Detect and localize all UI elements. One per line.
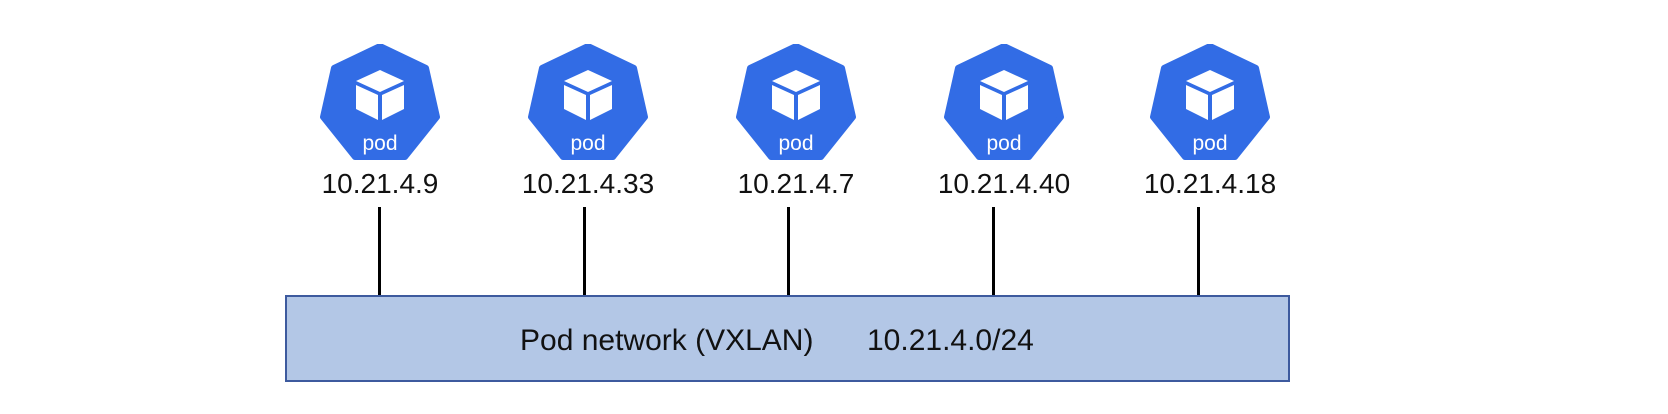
pod-ip-address: 10.21.4.18 [1143, 168, 1277, 199]
pod-ip-address: 10.21.4.9 [321, 168, 439, 199]
cube-icon [564, 70, 612, 120]
pod-ip-address: 10.21.4.7 [737, 168, 855, 199]
kubernetes-pod-icon [528, 44, 648, 160]
pod-ip-address: 10.21.4.33 [521, 168, 655, 199]
cube-icon [356, 70, 404, 120]
pod-node: pod 10.21.4.40 [934, 44, 1074, 204]
pod-network-link [787, 207, 790, 295]
pod-label: pod [362, 132, 398, 155]
network-name: Pod network (VXLAN) [520, 324, 814, 357]
pod-network-link [583, 207, 586, 295]
kubernetes-pod-icon [320, 44, 440, 160]
cube-icon [772, 70, 820, 120]
cube-icon [1186, 70, 1234, 120]
pod-ip-address: 10.21.4.40 [937, 168, 1071, 199]
pod-network-link [1197, 207, 1200, 295]
pod-node: pod 10.21.4.7 [726, 44, 866, 204]
cube-icon [980, 70, 1028, 120]
pod-node: pod 10.21.4.33 [518, 44, 658, 204]
kubernetes-pod-icon [1150, 44, 1270, 160]
pod-network-link [992, 207, 995, 295]
kubernetes-pod-icon [944, 44, 1064, 160]
pod-node: pod 10.21.4.18 [1140, 44, 1280, 204]
pod-label: pod [1192, 132, 1228, 155]
network-cidr: 10.21.4.0/24 [867, 324, 1034, 357]
pod-network-link [378, 207, 381, 295]
kubernetes-pod-icon [736, 44, 856, 160]
pod-label: pod [986, 132, 1022, 155]
pod-label: pod [778, 132, 814, 155]
pod-label: pod [570, 132, 606, 155]
pod-node: pod 10.21.4.9 [310, 44, 450, 204]
pod-network-bar: Pod network (VXLAN) 10.21.4.0/24 [285, 295, 1290, 382]
